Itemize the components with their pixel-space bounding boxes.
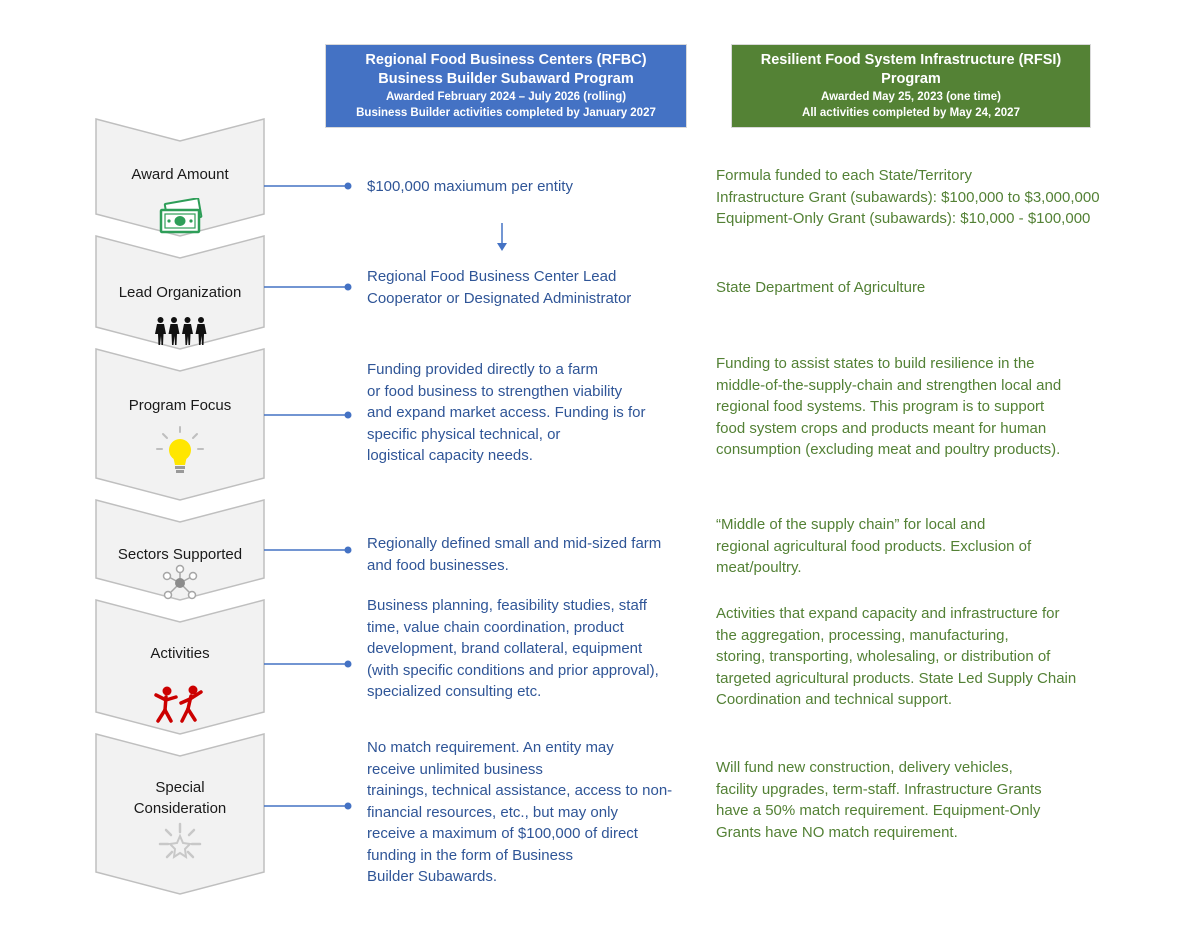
text-line: Business planning, feasibility studies, …	[367, 597, 647, 614]
text-line: regional food systems. This program is t…	[716, 398, 1045, 415]
connector-dot-special-consideration	[344, 802, 352, 810]
rfsi-award-amount: Formula funded to each State/Territory I…	[716, 165, 1100, 230]
text-line: Grants have NO match requirement.	[716, 823, 958, 841]
rfsi-header: Resilient Food System Infrastructure (RF…	[731, 44, 1091, 128]
text-line: logistical capacity needs.	[367, 447, 533, 464]
connector-dot-sectors-supported	[344, 546, 352, 554]
rfsi-program-focus: Funding to assist states to build resili…	[716, 353, 1061, 461]
text-line: facility upgrades, term-staff. Infrastru…	[716, 780, 1042, 798]
text-line: Coordination and technical support.	[716, 691, 952, 708]
text-line: regional agricultural food products. Exc…	[716, 537, 1032, 555]
text-line: Infrastructure Grant (subawards): $100,0…	[716, 188, 1100, 206]
rfbc-header: Regional Food Business Centers (RFBC) Bu…	[325, 44, 687, 128]
text-line: and expand market access. Funding is for	[367, 404, 646, 421]
rfbc-sectors-supported: Regionally defined small and mid-sized f…	[367, 533, 661, 576]
sparkle-icon	[158, 822, 202, 860]
stage-label-award-amount: Award Amount	[96, 164, 264, 185]
stage-label-line: Activities	[150, 645, 210, 662]
text-line: Funding provided directly to a farm	[367, 361, 598, 378]
text-line: meat/poultry.	[716, 559, 802, 576]
rfsi-header-sub-2: All activities completed by May 24, 2027	[802, 107, 1020, 119]
text-line: have a 50% match requirement. Equipment-…	[716, 802, 1041, 819]
rfbc-award-amount: $100,000 maxiumum per entity	[367, 176, 573, 198]
stage-label-line: Award Amount	[131, 166, 229, 183]
text-line: financial resources, etc., but may only	[367, 803, 618, 821]
text-line: Formula funded to each State/Territory	[716, 167, 972, 184]
rfbc-header-sub-2: Business Builder activities completed by…	[356, 107, 656, 119]
connector-dot-program-focus	[344, 411, 352, 419]
text-line: specialized consulting etc.	[367, 683, 542, 700]
text-line: No match requirement. An entity may	[367, 739, 614, 756]
text-line: “Middle of the supply chain” for local a…	[716, 516, 986, 533]
stage-label-line: Program Focus	[128, 397, 232, 414]
dancers-icon	[154, 685, 203, 723]
people-icon	[155, 317, 207, 345]
text-line: and food businesses.	[367, 556, 509, 574]
text-line: Funding to assist states to build resili…	[716, 355, 1035, 372]
text-line: trainings, technical assistance, access …	[367, 782, 673, 799]
stage-label-lead-organization: Lead Organization	[96, 282, 264, 303]
rfbc-header-title-2: Business Builder Subaward Program	[378, 71, 634, 87]
text-line: Will fund new construction, delivery veh…	[716, 759, 1013, 776]
stage-label-line: Consideration	[133, 800, 227, 817]
chevron-special-consideration	[95, 733, 265, 895]
stage-label-line: Sectors Supported	[117, 546, 243, 563]
stage-label-activities: Activities	[96, 643, 264, 664]
text-line: consumption (excluding meat and poultry …	[716, 441, 1061, 458]
rfsi-activities: Activities that expand capacity and infr…	[716, 603, 1076, 711]
stage-label-sectors-supported: Sectors Supported	[96, 544, 264, 565]
rfsi-special-consideration: Will fund new construction, delivery veh…	[716, 757, 1042, 843]
text-line: (with specific conditions and prior appr…	[367, 661, 659, 679]
lightbulb-icon	[156, 426, 204, 473]
text-line: food system crops and products meant for…	[716, 419, 1047, 437]
down-arrow-icon	[497, 223, 507, 251]
text-line: Regionally defined small and mid-sized f…	[367, 535, 662, 552]
text-line: receive a maximum of $100,000 of direct	[367, 825, 638, 842]
rfbc-header-sub-1: Awarded February 2024 – July 2026 (rolli…	[385, 91, 627, 103]
text-line: time, value chain coordination, product	[367, 618, 624, 636]
text-line: the aggregation, processing, manufacturi…	[716, 626, 1009, 644]
text-line: Equipment-Only Grant (subawards): $10,00…	[716, 210, 1091, 227]
network-icon	[162, 564, 198, 600]
text-line: middle-of-the-supply-chain and strengthe…	[716, 376, 1062, 394]
chevron-program-focus	[95, 348, 265, 501]
rfbc-special-consideration: No match requirement. An entity may rece…	[367, 737, 672, 888]
stage-label-program-focus: Program Focus	[96, 395, 264, 416]
rfbc-program-focus: Funding provided directly to a farm or f…	[367, 359, 645, 467]
text-line: Activities that expand capacity and infr…	[716, 605, 1060, 622]
text-line: Regional Food Business Center Lead	[367, 268, 617, 285]
rfsi-lead-organization: State Department of Agriculture	[716, 277, 925, 299]
text-line: storing, transporting, wholesaling, or d…	[716, 648, 1051, 665]
rfsi-header-title-2: Program	[881, 71, 941, 87]
text-line: State Department of Agriculture	[716, 279, 926, 296]
connector-dot-activities	[344, 660, 352, 668]
money-icon	[159, 198, 203, 234]
text-line: funding in the form of Business	[367, 846, 573, 864]
text-line: receive unlimited business	[367, 760, 543, 778]
stage-label-line: Lead Organization	[118, 284, 242, 301]
rfsi-header-sub-1: Awarded May 25, 2023 (one time)	[820, 91, 1002, 103]
rfbc-lead-organization: Regional Food Business Center Lead Coope…	[367, 266, 631, 309]
text-line: Cooperator or Designated Administrator	[367, 289, 632, 307]
chevron-lead-organization	[95, 235, 265, 350]
chevron-activities	[95, 599, 265, 735]
rfbc-activities: Business planning, feasibility studies, …	[367, 595, 659, 703]
chevron-sectors-supported	[95, 499, 265, 601]
text-line: development, brand collateral, equipment	[367, 640, 643, 657]
chevron-award-amount	[95, 118, 265, 237]
text-line: or food business to strengthen viability	[367, 382, 623, 400]
text-line: targeted agricultural products. State Le…	[716, 669, 1077, 687]
text-line: specific physical technical, or	[367, 425, 561, 443]
connector-dot-lead-organization	[344, 283, 352, 291]
stage-label-special-consideration: Special Consideration	[96, 777, 264, 819]
text-line: $100,000 maxiumum per entity	[367, 178, 573, 195]
rfbc-header-title-1: Regional Food Business Centers (RFBC)	[365, 52, 647, 68]
connector-dot-award-amount	[344, 182, 352, 190]
text-line: Builder Subawards.	[367, 868, 498, 885]
rfsi-sectors-supported: “Middle of the supply chain” for local a…	[716, 514, 1031, 579]
stage-label-line: Special	[155, 779, 205, 796]
rfsi-header-title-1: Resilient Food System Infrastructure (RF…	[760, 52, 1062, 68]
